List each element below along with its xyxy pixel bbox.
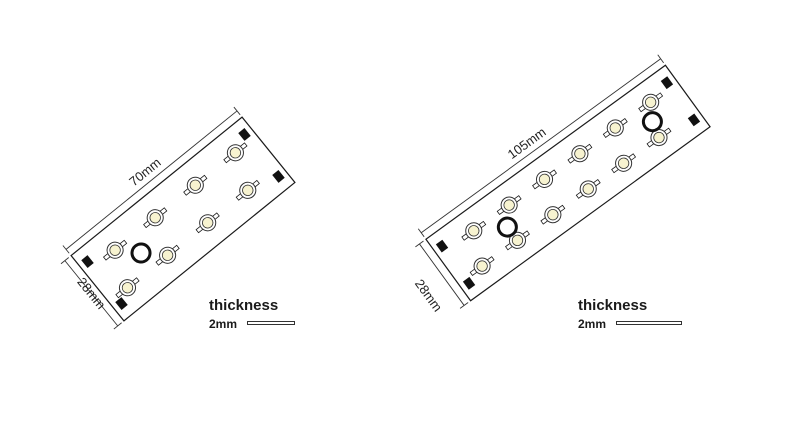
- led-chip: [505, 230, 530, 251]
- thickness-value-large: 2mm: [578, 317, 607, 331]
- mounting-hole: [130, 242, 152, 264]
- led-chip: [155, 244, 180, 266]
- led-chip: [532, 169, 557, 190]
- small-led-board: 70mm: [60, 106, 296, 330]
- large-led-board: 105mm: [415, 54, 711, 309]
- solder-pads: [435, 76, 701, 290]
- led-chip: [143, 207, 168, 229]
- led-chip: [461, 220, 487, 241]
- led-chip: [102, 239, 128, 261]
- thickness-title-small: thickness: [209, 297, 279, 314]
- led-chip: [575, 179, 601, 199]
- led-chip: [469, 256, 495, 277]
- thickness-value-small: 2mm: [209, 317, 238, 331]
- solder-pads: [81, 128, 285, 310]
- mounting-hole: [496, 111, 663, 238]
- led-chip: [567, 143, 593, 164]
- led-array: [461, 92, 672, 277]
- led-chip: [195, 212, 220, 234]
- board-outline: [70, 116, 296, 322]
- width-label-large: 28mm: [412, 276, 445, 314]
- thickness-title-large: thickness: [578, 297, 648, 314]
- led-array: [102, 142, 260, 299]
- led-chip: [223, 142, 248, 164]
- led-chip: [611, 153, 637, 174]
- width-dimension: [415, 240, 469, 309]
- width-dimension: [60, 257, 122, 330]
- led-chip: [638, 92, 664, 113]
- thickness-bar-large: [616, 321, 682, 325]
- length-label: 70mm: [126, 155, 164, 189]
- led-chip: [496, 195, 522, 216]
- led-chip: [602, 118, 628, 138]
- led-chip: [183, 174, 208, 196]
- led-chip: [235, 179, 260, 201]
- led-chip: [115, 277, 140, 299]
- led-chip: [540, 204, 566, 225]
- board-outline: [425, 64, 711, 302]
- thickness-bar-small: [247, 321, 295, 325]
